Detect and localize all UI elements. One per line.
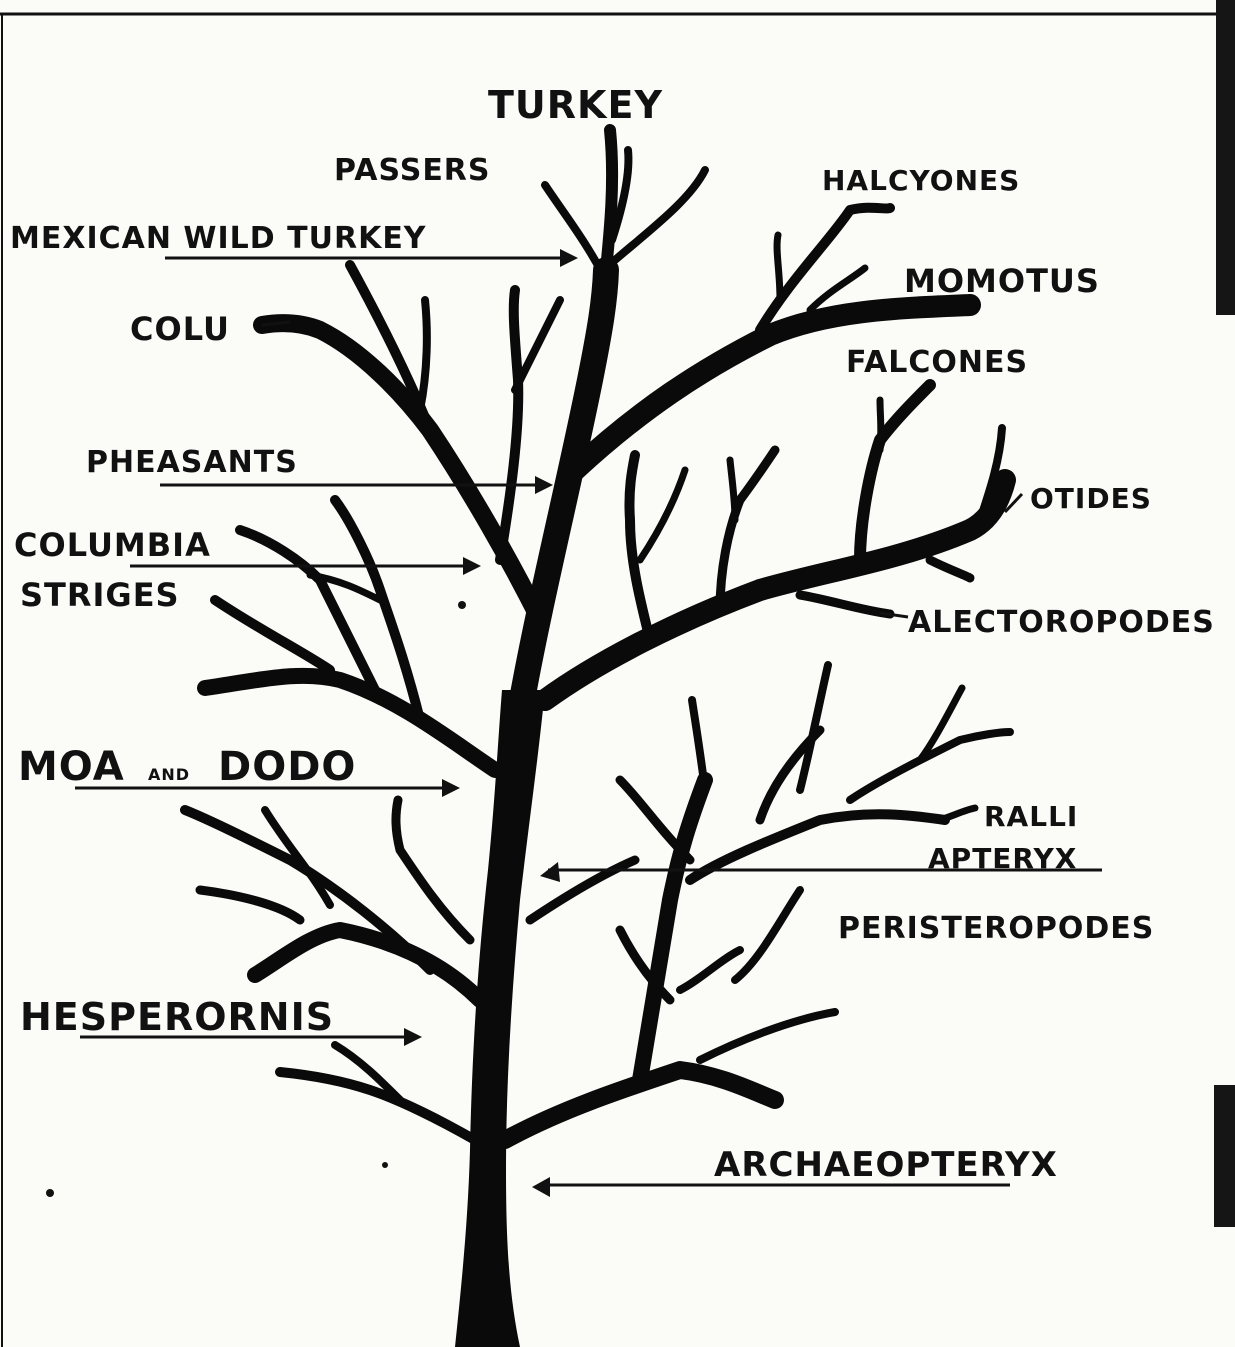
label-falcones: FALCONES xyxy=(846,345,1028,380)
ink-speck xyxy=(458,601,466,609)
label-passers: PASSERS xyxy=(334,153,491,188)
arrowhead xyxy=(442,779,460,797)
tree-branches xyxy=(185,130,1010,1140)
label-apteryx: APTERYX xyxy=(928,842,1077,875)
label-otides: OTIDES xyxy=(1030,482,1152,515)
arrowhead xyxy=(560,249,578,267)
label-colu: COLU xyxy=(130,310,230,348)
label-halcyones: HALCYONES xyxy=(822,164,1020,197)
label-momotus: MOMOTUS xyxy=(904,262,1100,300)
ink-speck xyxy=(46,1189,54,1197)
arrowhead xyxy=(404,1028,422,1046)
right-edge-block xyxy=(1214,1085,1235,1227)
label-turkey: TURKEY xyxy=(488,83,663,127)
ink-speck xyxy=(382,1162,388,1168)
label-peristeropodes: PERISTEROPODES xyxy=(838,911,1154,946)
label-pheasants: PHEASANTS xyxy=(86,445,298,480)
label-striges: STRIGES xyxy=(20,576,180,614)
arrowhead xyxy=(532,1177,550,1197)
arrowhead xyxy=(463,557,481,575)
label-alectoropodes: ALECTOROPODES xyxy=(908,605,1215,640)
label-moa: MOA xyxy=(18,744,125,790)
tree-trunk xyxy=(455,690,545,1347)
label-mexican-wild-turkey: MEXICAN WILD TURKEY xyxy=(10,221,427,256)
label-archaeopteryx: ARCHAEOPTERYX xyxy=(714,1145,1058,1185)
arrowhead xyxy=(540,862,560,882)
label-and: AND xyxy=(148,765,190,784)
label-hesperornis: HESPERORNIS xyxy=(20,995,334,1039)
right-edge-strip xyxy=(1216,0,1235,315)
arrowhead xyxy=(535,476,553,494)
label-columbia: COLUMBIA xyxy=(14,526,211,564)
label-dodo: DODO xyxy=(218,744,356,790)
label-ralli: RALLI xyxy=(984,800,1078,833)
